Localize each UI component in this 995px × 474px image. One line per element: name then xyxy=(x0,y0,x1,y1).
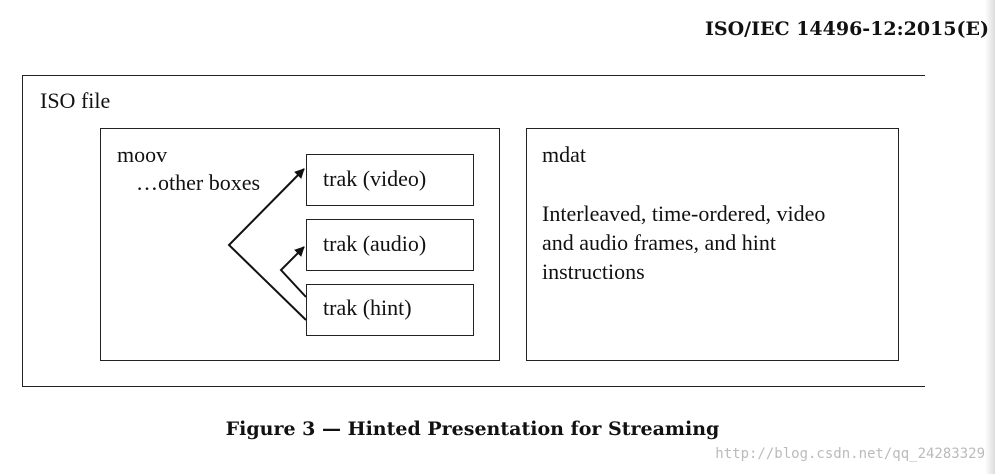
mdat-line: Interleaved, time-ordered, video xyxy=(542,201,826,226)
moov-box xyxy=(100,128,500,361)
trak-video-box xyxy=(306,154,474,206)
mdat-label: mdat xyxy=(542,142,586,167)
iso-file-box xyxy=(22,75,925,387)
mdat-line: instructions xyxy=(542,259,645,284)
trak-audio-box xyxy=(306,219,474,271)
arrow-to-audio xyxy=(279,246,307,298)
figure-caption: Figure 3 — Hinted Presentation for Strea… xyxy=(225,418,720,440)
page-edge-shadow xyxy=(985,0,995,474)
iso-file-label: ISO file xyxy=(40,88,111,113)
standard-header: ISO/IEC 14496-12:2015(E) xyxy=(705,18,989,40)
arrow-to-video xyxy=(227,168,307,321)
mdat-description: Interleaved, time-ordered, video and aud… xyxy=(542,199,825,286)
trak-video-label: trak (video) xyxy=(323,166,427,191)
trak-audio-label: trak (audio) xyxy=(323,231,427,256)
trak-hint-label: trak (hint) xyxy=(323,295,412,320)
watermark: http://blog.csdn.net/qq_24283329 xyxy=(715,446,985,462)
trak-hint-box xyxy=(306,284,474,336)
mdat-box xyxy=(526,128,899,361)
other-boxes-label: …other boxes xyxy=(136,170,261,195)
moov-label: moov xyxy=(117,142,168,167)
mdat-line: and audio frames, and hint xyxy=(542,230,776,255)
